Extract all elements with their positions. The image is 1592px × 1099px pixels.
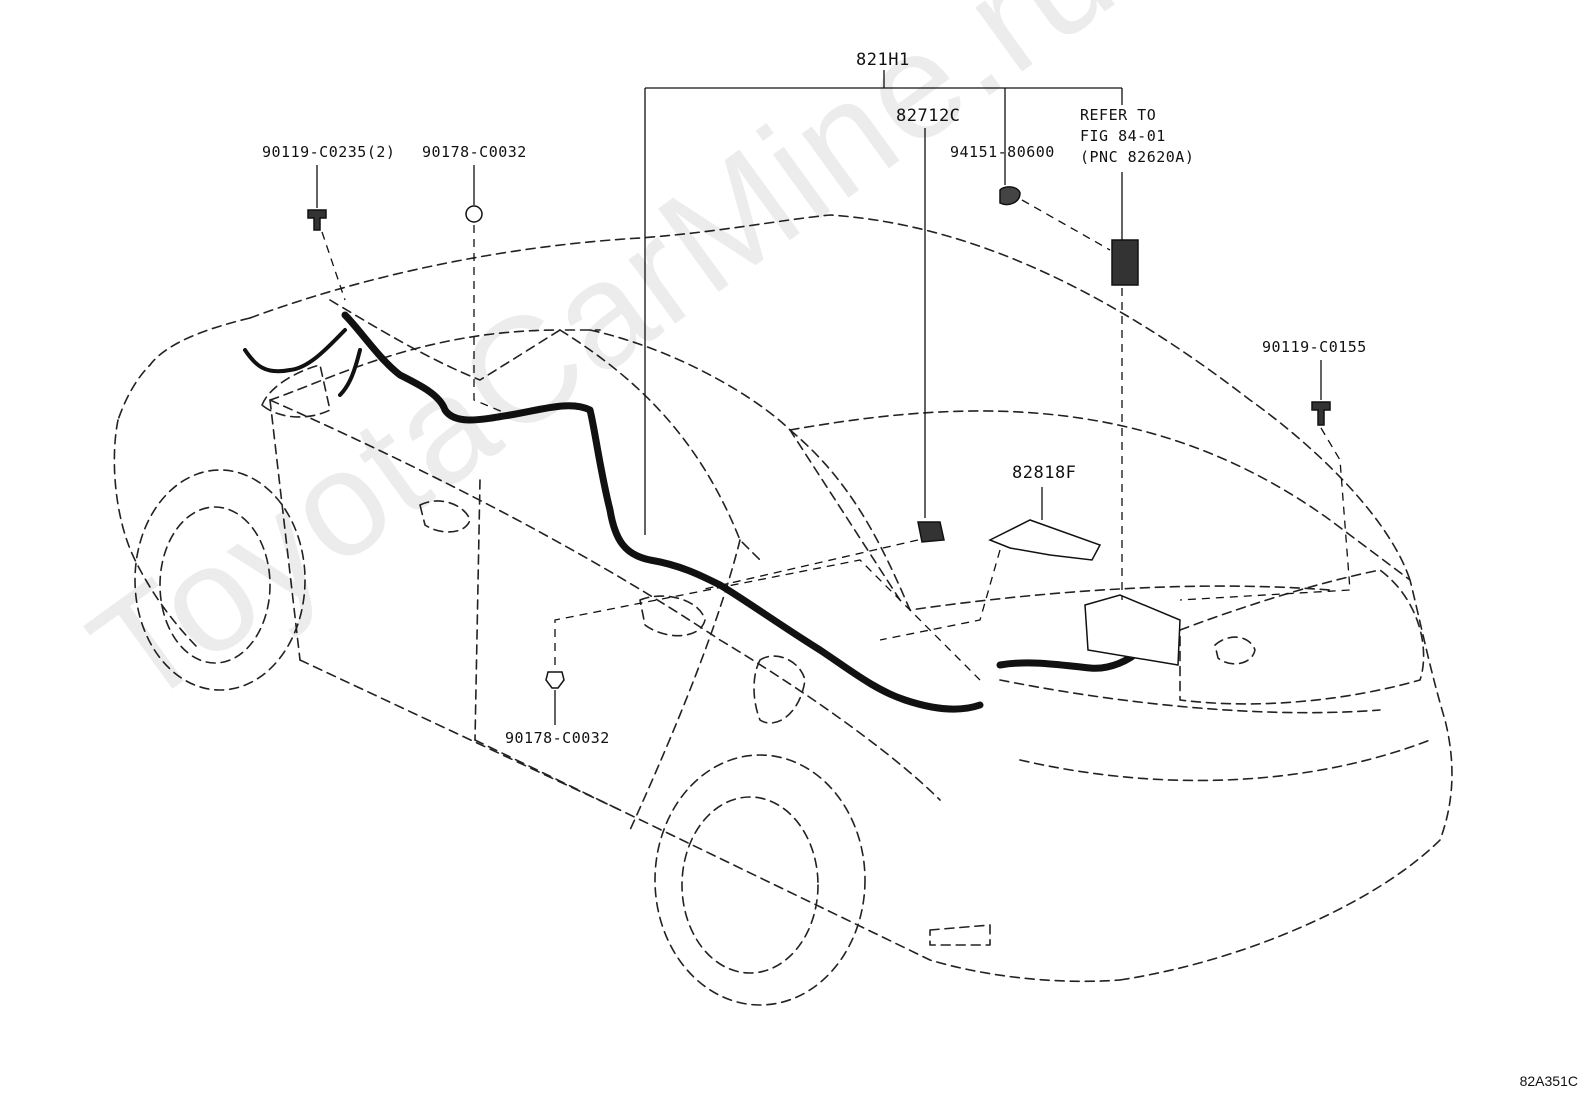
- car-hood-outline: [117, 317, 251, 421]
- rear-wheel-outer: [654, 754, 866, 1006]
- refer-line-1: REFER TO: [1080, 106, 1157, 124]
- car-rear-window: [789, 429, 1331, 611]
- bolt-right: [1311, 401, 1331, 426]
- dash-grommet: [1021, 199, 1111, 251]
- car-rear-door: [474, 329, 761, 831]
- dash-bracket: [879, 549, 1001, 641]
- label-94151-80600: 94151-80600: [950, 143, 1055, 161]
- rear-door-handle: [639, 595, 706, 637]
- car-front-bumper: [113, 419, 201, 651]
- car-side-sill: [299, 659, 1121, 983]
- leader-821h1-bracket: [645, 70, 1122, 89]
- rear-wheel-inner: [681, 796, 819, 974]
- front-door-handle: [419, 500, 471, 533]
- car-roof-outline: [249, 214, 1411, 581]
- label-82712c: 82712C: [896, 106, 961, 126]
- label-90178-c0032-bottom: 90178-C0032: [505, 729, 610, 747]
- refer-note: REFER TO FIG 84-01 (PNC 82620A): [1080, 105, 1194, 168]
- car-bumper-reflector: [929, 924, 991, 946]
- front-wheel-outer: [134, 469, 306, 691]
- fuel-door: [753, 655, 806, 724]
- clip-top: [465, 205, 483, 223]
- label-90119-c0235: 90119-C0235(2): [262, 143, 396, 161]
- side-mirror: [261, 364, 331, 418]
- label-90178-c0032-top: 90178-C0032: [422, 143, 527, 161]
- car-trunk-lid: [789, 410, 1411, 581]
- refer-part: [1111, 239, 1139, 286]
- car-front-door: [269, 329, 561, 741]
- car-c-pillar: [589, 329, 901, 601]
- connector-82712c: [917, 521, 945, 543]
- harness-main: [341, 311, 984, 713]
- car-a-pillar: [329, 299, 601, 381]
- dash-clip-bottom: [554, 559, 981, 681]
- harness-front-branch: [243, 328, 347, 374]
- dash-bolt-right: [1179, 427, 1351, 601]
- rear-emblem: [1214, 636, 1256, 665]
- label-821h1: 821H1: [856, 50, 910, 70]
- label-82818f: 82818F: [1012, 463, 1077, 483]
- car-taillight: [1179, 569, 1425, 705]
- harness-mirror-lead: [338, 348, 362, 397]
- refer-line-3: (PNC 82620A): [1080, 148, 1195, 166]
- grommet-94151: [999, 186, 1021, 206]
- refer-line-2: FIG 84-01: [1080, 127, 1166, 145]
- dash-clip-top: [473, 225, 511, 416]
- label-90119-c0155: 90119-C0155: [1262, 338, 1367, 356]
- car-beltline: [269, 399, 941, 801]
- dash-connector: [699, 539, 919, 591]
- car-trunk-line: [999, 679, 1431, 782]
- figure-code: 82A351C: [1519, 1073, 1578, 1089]
- harness-branch-rear: [996, 646, 1144, 672]
- front-wheel-inner: [159, 506, 271, 664]
- car-rear-bumper: [1119, 579, 1453, 981]
- clip-bottom: [545, 671, 565, 689]
- bracket-82818f: [988, 519, 1102, 561]
- dash-bolt-left: [321, 231, 346, 301]
- bolt-left: [307, 209, 327, 231]
- antenna-box: [1084, 594, 1181, 666]
